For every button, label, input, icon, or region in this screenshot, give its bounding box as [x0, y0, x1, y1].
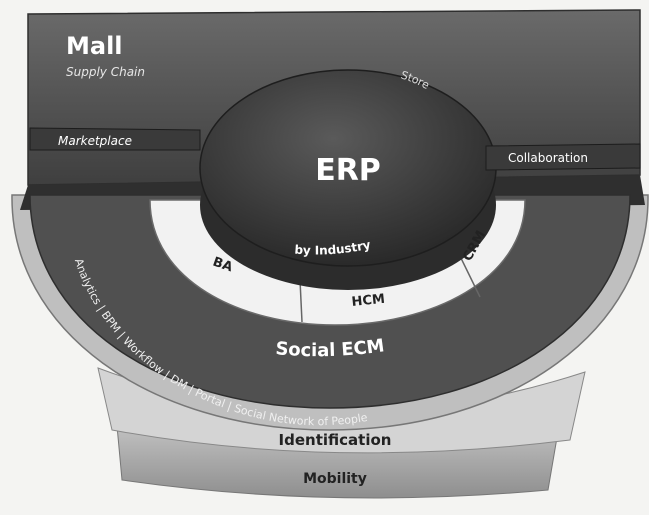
mobility-label: Mobility — [303, 471, 367, 487]
mall-title: Mall — [66, 32, 123, 60]
ba-segment-label: BA — [211, 255, 235, 276]
supply-chain-label: Supply Chain — [66, 65, 145, 79]
identification-label: Identification — [279, 431, 392, 449]
collaboration-tab — [485, 143, 641, 171]
erp-core — [199, 69, 497, 290]
erp-title: ERP — [315, 153, 381, 188]
collaboration-label: Collaboration — [508, 151, 588, 165]
hcm-segment-label: HCM — [351, 292, 386, 310]
marketplace-label: Marketplace — [58, 134, 132, 148]
marketplace-tab — [29, 127, 201, 151]
